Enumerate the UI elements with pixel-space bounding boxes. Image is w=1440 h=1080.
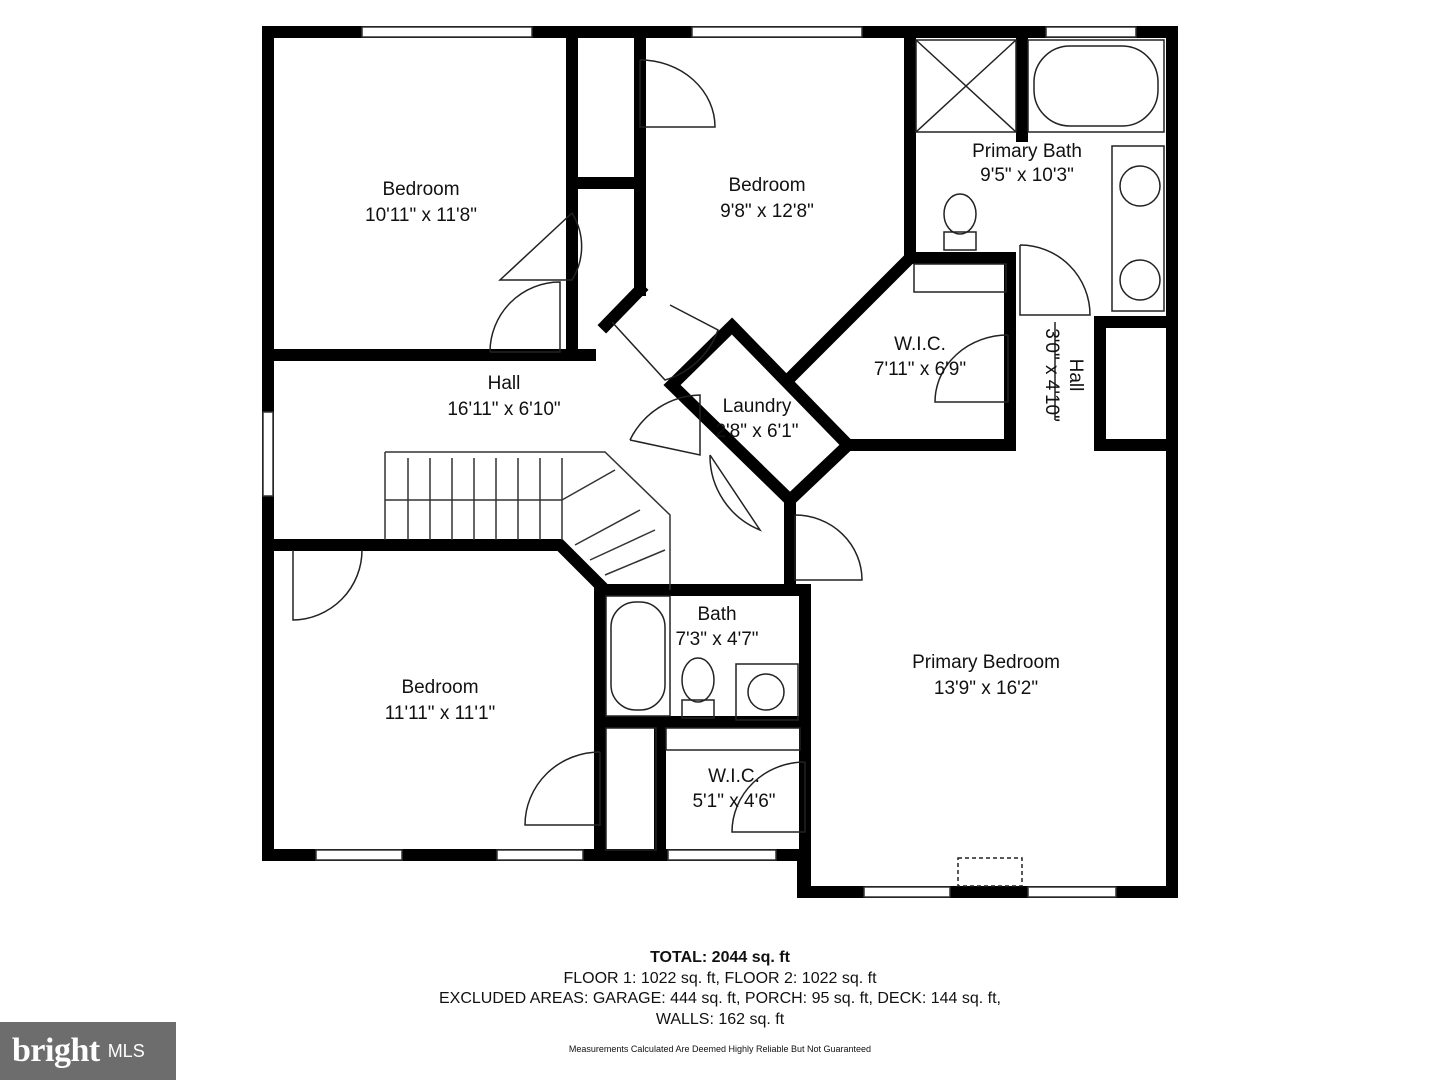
room-bedroom-2-name: Bedroom (728, 175, 805, 196)
room-bedroom-2-dims: 9'8" x 12'8" (720, 201, 814, 222)
walls (262, 26, 1178, 898)
area-excluded: EXCLUDED AREAS: GARAGE: 444 sq. ft, PORC… (439, 990, 1001, 1007)
room-bedroom-1-name: Bedroom (382, 179, 459, 200)
doors (292, 59, 1091, 833)
room-hall-small-dims: 3'0" x 4'10" (1041, 328, 1062, 422)
disclaimer: Measurements Calculated Are Deemed Highl… (568, 1044, 872, 1054)
room-bath-name: Bath (697, 604, 736, 625)
room-hall-dims: 16'11" x 6'10" (447, 399, 560, 420)
room-wic-upper-dims: 7'11" x 6'9" (874, 359, 966, 380)
logo-suffix: MLS (107, 1040, 145, 1061)
room-wic-upper-name: W.I.C. (894, 334, 946, 355)
room-hall-small-name: Hall (1065, 359, 1086, 392)
room-bedroom-1-dims: 10'11" x 11'8" (365, 205, 477, 226)
floor-plan: Bedroom 10'11" x 11'8" Bedroom 9'8" x 12… (262, 26, 1178, 898)
area-total: TOTAL: 2044 sq. ft (650, 949, 790, 966)
room-hall-name: Hall (488, 373, 521, 394)
logo-brand: bright (12, 1032, 100, 1069)
room-bath-dims: 7'3" x 4'7" (675, 629, 758, 650)
bright-mls-logo: bright MLS (0, 1022, 176, 1080)
room-bedroom-3-dims: 11'11" x 11'1" (385, 703, 496, 724)
stairs (384, 451, 671, 590)
room-wic-lower-name: W.I.C. (708, 766, 760, 787)
windows (262, 26, 1137, 898)
room-primary-bedroom-name: Primary Bedroom (912, 652, 1060, 673)
room-laundry-dims: 2'8" x 6'1" (715, 421, 798, 442)
room-primary-bath-dims: 9'5" x 10'3" (980, 165, 1074, 186)
fixtures (605, 39, 1165, 887)
area-floors: FLOOR 1: 1022 sq. ft, FLOOR 2: 1022 sq. … (563, 970, 877, 987)
area-walls: WALLS: 162 sq. ft (655, 1011, 785, 1028)
room-bedroom-3-name: Bedroom (401, 677, 478, 698)
room-laundry-name: Laundry (723, 396, 792, 417)
room-primary-bath-name: Primary Bath (972, 141, 1082, 162)
room-primary-bedroom-dims: 13'9" x 16'2" (934, 678, 1038, 699)
room-wic-lower-dims: 5'1" x 4'6" (692, 791, 775, 812)
room-labels: Bedroom 10'11" x 11'8" Bedroom 9'8" x 12… (365, 141, 1086, 812)
